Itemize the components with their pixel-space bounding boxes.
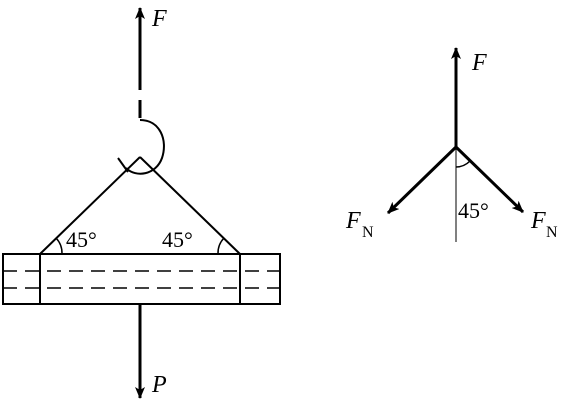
right-angle-arc [217,237,225,255]
left-diagram: F 45° 45° P [2,6,281,399]
hook [125,119,165,175]
force-diagram: F F N F N 45° [345,47,558,242]
left-angle-arc [55,237,63,255]
bottom-force-label: P [151,372,167,398]
left-normal-force-arrow [386,145,458,215]
right-normal-force-arrow [454,145,525,214]
left-angle-label: 45° [66,227,97,252]
top-force-label: F [151,6,167,32]
force-angle-label: 45° [458,198,489,223]
right-normal-force-subscript: N [546,224,558,241]
right-angle-label: 45° [162,227,193,252]
force-angle-arc [455,160,471,168]
left-normal-force-subscript: N [362,224,374,241]
beam [2,253,281,305]
left-normal-force-label: F [345,208,361,234]
up-force-label: F [471,50,487,76]
right-normal-force-label: F [530,208,546,234]
